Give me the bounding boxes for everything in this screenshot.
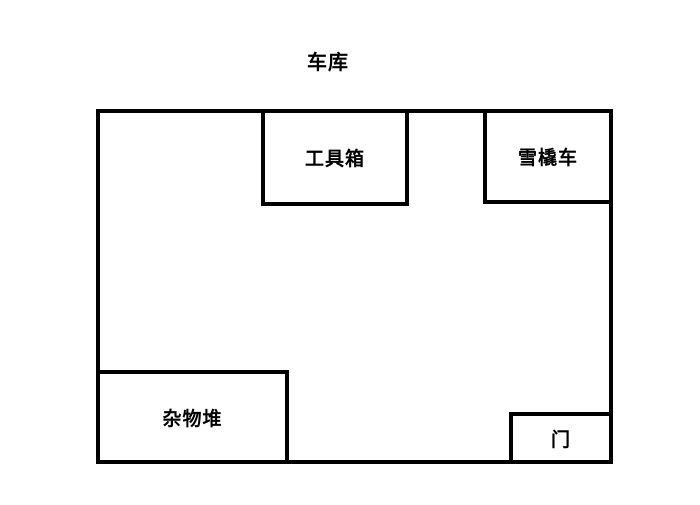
toolbox-label: 工具箱 bbox=[304, 149, 365, 170]
junk-pile-box: 杂物堆 bbox=[96, 370, 289, 464]
door-box: 门 bbox=[509, 412, 613, 464]
snowmobile-box: 雪橇车 bbox=[483, 109, 613, 204]
door-label: 门 bbox=[550, 429, 571, 451]
snowmobile-label: 雪橇车 bbox=[517, 148, 578, 169]
toolbox-box: 工具箱 bbox=[261, 109, 409, 206]
junk-pile-label: 杂物堆 bbox=[162, 408, 223, 430]
diagram-title: 车库 bbox=[307, 52, 349, 74]
